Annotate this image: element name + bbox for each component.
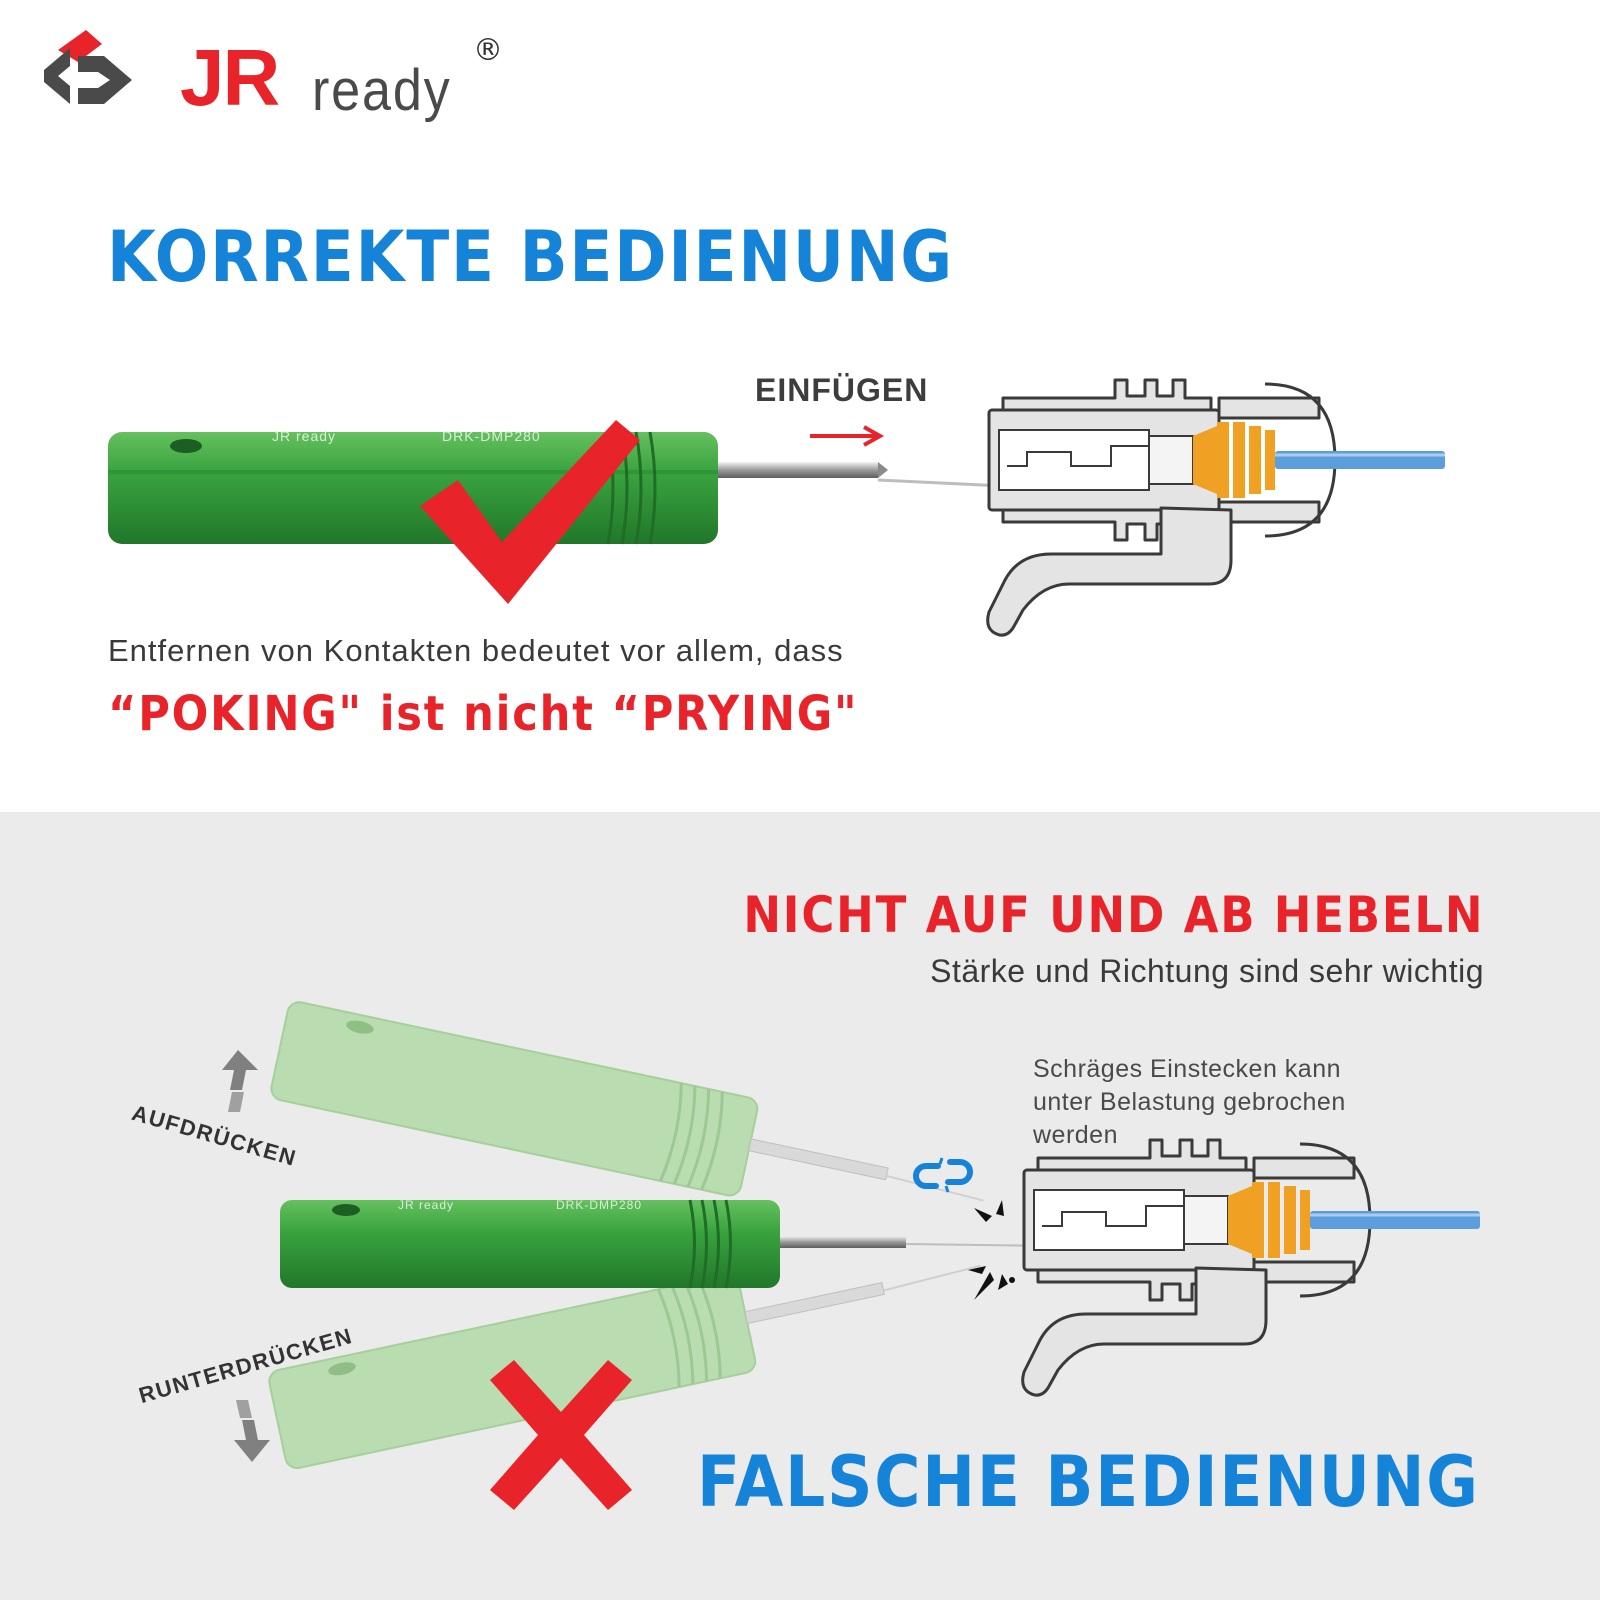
correct-usage-heading: KORREKTE BEDIENUNG [107, 216, 954, 298]
ghost-tool-up [270, 1001, 984, 1202]
impact-burst-icon [968, 1200, 1015, 1300]
tool-model-engraving-bottom: DRK-DMP280 [556, 1198, 643, 1212]
tool-brand-engraving: JR ready [272, 428, 337, 444]
no-prying-title: NICHT AUF UND AB HEBELN [742, 886, 1484, 944]
usage-description: Entfernen von Kontakten bedeutet vor all… [108, 633, 844, 668]
poking-not-prying: “POKING" ist nicht “PRYING" [108, 686, 859, 742]
angled-insert-note: Schräges Einstecken kann unter Belastung… [1033, 1055, 1346, 1149]
arrow-up-icon [222, 1050, 258, 1112]
cross-icon [490, 1360, 632, 1510]
connector-diagram-bottom [1021, 1138, 1480, 1397]
registered-mark: ® [473, 33, 503, 68]
extraction-tool-bottom [280, 1199, 1051, 1289]
wrong-usage-panel [0, 812, 1600, 1600]
wrong-usage-heading: FALSCHE BEDIENUNG [697, 1441, 1480, 1523]
tool-brand-engraving-bottom: JR ready [398, 1198, 455, 1212]
brand-logo: JR ready ® [40, 20, 503, 123]
correct-usage-panel [0, 0, 1600, 812]
logo-ready-text: ready [312, 58, 452, 123]
checkmark-icon [420, 420, 640, 604]
logo-jr-text: JR [180, 33, 280, 122]
no-prying-subtitle: Stärke und Richtung sind sehr wichtig [930, 953, 1484, 989]
logo-mark-icon [44, 30, 132, 104]
tool-model-engraving: DRK-DMP280 [442, 428, 541, 444]
arrow-down-icon [234, 1400, 270, 1462]
broken-link-icon [913, 1157, 973, 1193]
connector-diagram [986, 378, 1445, 637]
arrow-right-icon [810, 425, 885, 447]
insert-label: EINFÜGEN [755, 372, 929, 408]
